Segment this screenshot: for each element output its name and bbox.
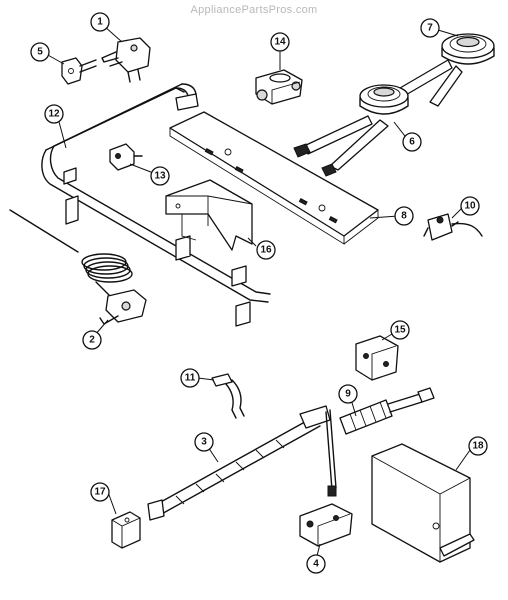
svg-text:9: 9 xyxy=(345,389,351,400)
svg-text:18: 18 xyxy=(472,441,484,452)
callout-17: 17 xyxy=(90,482,110,502)
svg-text:3: 3 xyxy=(201,437,207,448)
part-17-bracket[interactable] xyxy=(111,511,141,549)
callout-13: 13 xyxy=(150,166,170,186)
part-10-clip[interactable] xyxy=(423,213,483,241)
part-8-bracket-plate[interactable] xyxy=(169,111,379,245)
callout-7: 7 xyxy=(420,18,440,38)
part-18-bracket[interactable] xyxy=(371,443,475,563)
part-14-regulator[interactable] xyxy=(255,69,303,105)
callout-5: 5 xyxy=(30,42,50,62)
callout-1: 1 xyxy=(90,12,110,32)
callout-12: 12 xyxy=(44,104,64,124)
callout-9: 9 xyxy=(338,384,358,404)
part-6-burner-front[interactable] xyxy=(293,84,409,177)
part-1-valve[interactable] xyxy=(101,37,151,83)
callout-10: 10 xyxy=(460,196,480,216)
svg-text:5: 5 xyxy=(37,47,43,58)
watermark: AppliancePartsPros.com xyxy=(190,4,318,16)
svg-text:10: 10 xyxy=(464,201,476,212)
part-13-switch[interactable] xyxy=(109,143,143,171)
callout-2: 2 xyxy=(82,330,102,350)
callout-8: 8 xyxy=(394,206,414,226)
part-11-tube[interactable] xyxy=(211,373,245,419)
part-12-manifold[interactable] xyxy=(41,83,271,327)
part-15-module[interactable] xyxy=(355,335,399,381)
svg-text:14: 14 xyxy=(274,37,286,48)
callout-3: 3 xyxy=(194,432,214,452)
svg-text:2: 2 xyxy=(89,335,95,346)
part-9-igniter[interactable] xyxy=(339,387,435,435)
part-3-burner-tube[interactable] xyxy=(147,405,337,521)
svg-text:1: 1 xyxy=(97,17,103,28)
svg-text:13: 13 xyxy=(154,171,166,182)
svg-text:12: 12 xyxy=(48,109,60,120)
callout-4: 4 xyxy=(306,554,326,574)
svg-text:7: 7 xyxy=(427,23,433,34)
callout-11: 11 xyxy=(180,368,200,388)
callout-16: 16 xyxy=(256,240,276,260)
callout-15: 15 xyxy=(390,320,410,340)
svg-text:17: 17 xyxy=(94,487,106,498)
svg-text:6: 6 xyxy=(409,137,415,148)
part-16-heat-shield[interactable] xyxy=(165,179,253,251)
callout-6: 6 xyxy=(402,132,422,152)
svg-text:16: 16 xyxy=(260,245,272,256)
part-2-thermostat[interactable] xyxy=(9,209,147,325)
svg-text:8: 8 xyxy=(401,211,407,222)
svg-text:4: 4 xyxy=(313,559,319,570)
svg-text:15: 15 xyxy=(394,325,406,336)
svg-text:11: 11 xyxy=(185,373,196,384)
callout-18: 18 xyxy=(468,436,488,456)
part-4-valve-body[interactable] xyxy=(299,503,353,547)
part-7-burner-rear[interactable] xyxy=(399,33,495,107)
part-5-bracket[interactable] xyxy=(61,57,97,85)
callout-14: 14 xyxy=(270,32,290,52)
